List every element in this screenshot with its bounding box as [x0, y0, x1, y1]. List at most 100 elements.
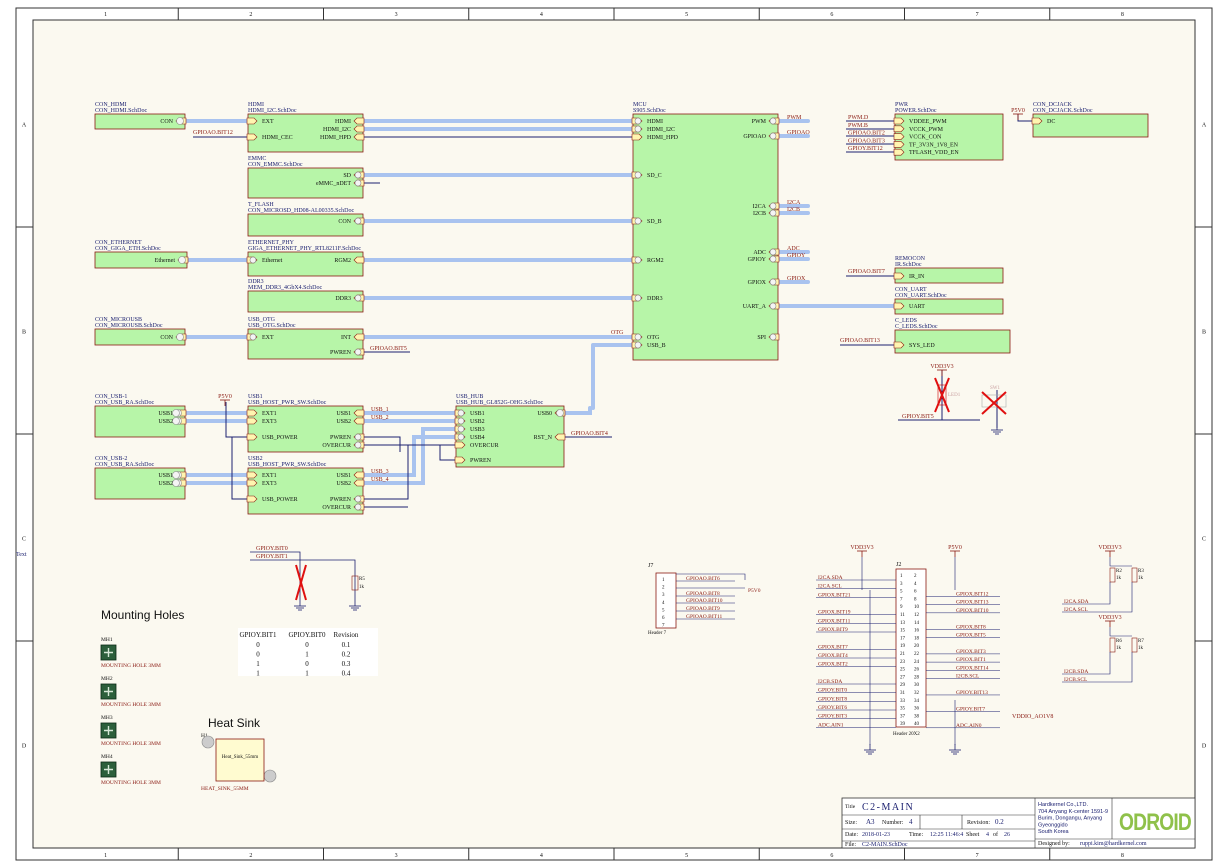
- dnp-cross: [295, 564, 307, 601]
- port-symbol: [353, 333, 365, 341]
- signal-wires: [193, 114, 1035, 508]
- zone-col-bottom: 3: [395, 853, 398, 859]
- j7-body: [655, 572, 677, 629]
- sheet-file: CON_USB_RA.SchDoc: [95, 400, 155, 406]
- j2-pin-odd: 39: [900, 722, 906, 727]
- time-value: 12:25 11:46:4: [930, 832, 963, 838]
- zone-col-top: 3: [395, 12, 398, 18]
- net-i2cb-sda: I2CB.SDA: [1064, 669, 1088, 675]
- zone-col-bottom: 5: [685, 853, 688, 859]
- revision-table-cell: 1: [256, 670, 260, 678]
- j2-right-net: GPIOX.BIT8: [956, 624, 986, 630]
- sheet-pin-left: EXT1: [262, 473, 277, 479]
- sheet-file: MEM_DDR3_4GbX4.SchDoc: [248, 285, 323, 291]
- sheet-name: PWR: [895, 102, 908, 108]
- sheet-name: EMMC: [248, 156, 266, 162]
- revision-table-cell: 0.3: [342, 660, 351, 668]
- sheet-body: [894, 329, 1011, 354]
- net-usb-2: USB_2: [371, 415, 389, 421]
- net-pwr-input: GPIOAO.BIT2: [848, 131, 885, 137]
- designed-label: Designed by:: [1038, 841, 1070, 847]
- sheet-pin-left: USB1: [470, 411, 485, 417]
- j7-pin-number: 5: [662, 608, 665, 613]
- zone-col-top: 7: [976, 12, 979, 18]
- harness-connector: [354, 503, 362, 511]
- sheet-pin-right: CON: [160, 119, 173, 125]
- time-label: Time:: [909, 832, 923, 838]
- net-pwr-input: PWM.B: [848, 123, 868, 129]
- port-symbol: [246, 495, 258, 503]
- sheet-pin-right: PWREN: [330, 497, 352, 503]
- net-gpiox: GPIOX: [787, 276, 806, 282]
- sheet-body: [247, 251, 364, 277]
- sheet-pin-right: USB1: [336, 473, 351, 479]
- sheet-file: USB_HUB_GL852G-OHG.SchDoc: [456, 400, 544, 406]
- harness-connector: [769, 333, 777, 341]
- sheet-file: CON_GIGA_ETH.SchDoc: [95, 246, 161, 252]
- harness-connector: [634, 217, 642, 225]
- j2-pin-odd: 25: [900, 668, 906, 673]
- net-labels: GPIOAO.BIT12GPIOAO.BIT5GPIOAO.BIT4OTGPWM…: [193, 108, 1122, 755]
- j2-left-net: GPIOX.BIT4: [818, 653, 848, 659]
- file-label: File:: [845, 842, 856, 848]
- j2-right-net: GPIOX.BIT13: [956, 600, 989, 606]
- side-text-label: Text: [16, 552, 27, 558]
- j2-pin-odd: 35: [900, 707, 906, 712]
- power-vdd3v3-i2ca: VDD3V3: [1098, 545, 1121, 551]
- sheet-pin-right: HDMI_I2C: [323, 127, 351, 133]
- net-i2cb-scl: I2CB.SCL: [1064, 677, 1088, 683]
- port-symbol: [353, 133, 365, 141]
- net-gpioy-bit5: GPIOY.BIT5: [902, 414, 934, 420]
- zone-col-bottom: 8: [1121, 853, 1124, 859]
- j2-left-net: GPIOX.BIT21: [818, 592, 851, 598]
- j2-pin-even: 18: [914, 636, 920, 641]
- heatsink-label: HEAT_SINK_55MM: [201, 786, 249, 792]
- odroid-logo: ODROID: [1119, 809, 1192, 836]
- harness-connector: [354, 171, 362, 179]
- net-gpioao: GPIOAO: [787, 130, 810, 136]
- sheet-file: HDMI_I2C.SchDoc: [248, 108, 297, 114]
- j2-pin-odd: 13: [900, 621, 906, 626]
- sheet-pin-right: GPIOY: [748, 257, 767, 263]
- j2-pin-odd: 31: [900, 691, 906, 696]
- date-value: 2018-01-23: [862, 832, 890, 838]
- j2-pin-even: 20: [914, 644, 920, 649]
- sheet-pin-left: USB_POWER: [262, 435, 298, 441]
- zone-col-top: 2: [249, 12, 252, 18]
- mounting-hole-cross: [104, 726, 113, 735]
- j2-pin-odd: 15: [900, 629, 906, 634]
- harness-connector: [354, 433, 362, 441]
- net-gpioy: GPIOY: [787, 253, 806, 259]
- sheet-pin-left: OVERCUR: [470, 443, 499, 449]
- j2-right-net: GPIOY.BIT13: [956, 690, 988, 696]
- harness-connector: [457, 409, 465, 417]
- sheet-name: USB1: [248, 394, 263, 400]
- net-usb-3: USB_3: [371, 469, 389, 475]
- sheet-name: USB_OTG: [248, 317, 276, 323]
- sheet-name: USB_HUB: [456, 394, 483, 400]
- net-pwr-input: GPIOY.BIT12: [848, 146, 883, 152]
- power-vdd3v3-led: VDD3V3: [930, 364, 953, 370]
- sheet-pin-left: OTG: [647, 335, 660, 341]
- j7-net: GPIOAO.BIT9: [686, 606, 720, 612]
- zone-col-bottom: 7: [976, 853, 979, 859]
- sheet-pin-left: HDMI_HPD: [647, 135, 679, 141]
- sheet-pin-right: USB2: [336, 419, 351, 425]
- sheet-pin-right: PWREN: [330, 435, 352, 441]
- sheet-tflash: T_FLASHCON_MICROSD_HD08-AL00335.SchDocCO…: [247, 202, 365, 237]
- revision-table-cell: 0.1: [342, 641, 351, 649]
- sheet-name: MCU: [633, 102, 647, 108]
- sheet-pin-left: EXT3: [262, 419, 277, 425]
- port-symbol: [246, 471, 258, 479]
- sheet-mcu: MCUS905.SchDocHDMIHDMI_I2CHDMI_HPDSD_CSD…: [631, 102, 780, 361]
- net-gpioao-bit13: GPIOAO.BIT13: [840, 338, 880, 344]
- j2-pin-even: 36: [914, 707, 920, 712]
- sheet-pin-left: VCCK_PWM: [909, 127, 944, 133]
- sheet-pin-right: OVERCUR: [322, 505, 351, 511]
- harness-connector: [634, 125, 642, 133]
- sheet-pin-right: I2CA: [753, 204, 767, 210]
- sheet-symbols: CON_HDMICON_HDMI.SchDocCONHDMIHDMI_I2C.S…: [94, 102, 1149, 515]
- j2-power-wires: [861, 557, 956, 745]
